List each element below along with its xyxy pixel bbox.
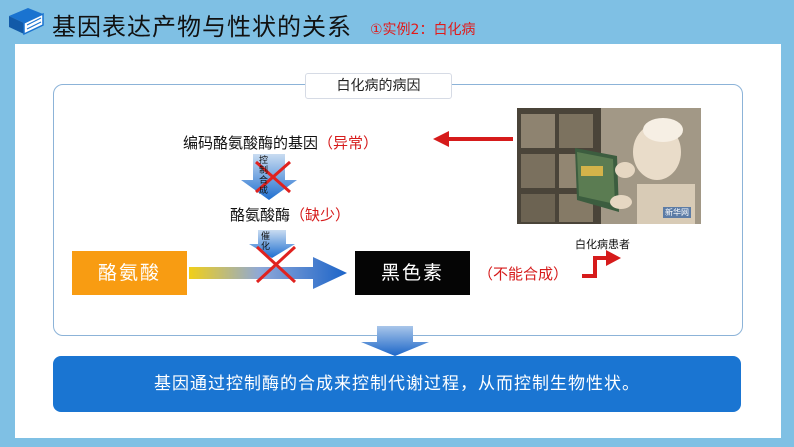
substrate-box: 酪氨酸 (72, 251, 187, 295)
photo-caption: 白化病患者 (575, 238, 630, 251)
enzyme-status: （缺少） (290, 206, 351, 224)
conclusion-arrow (361, 326, 429, 356)
product-box: 黑色素 (355, 251, 470, 295)
photo-watermark: 新华网 (663, 207, 691, 218)
product-status: （不能合成） (478, 265, 569, 283)
book-icon (9, 8, 44, 36)
catalyze-label: 催化 (261, 232, 271, 252)
diagram-arrows (189, 131, 621, 356)
gene-name: 编码酪氨酸酶的基因 (183, 134, 319, 152)
content-panel: 白化病的病因 编码酪氨酸酶的基因（异常） 酪氨酸酶（缺少） 酪氨酸 黑色素 （不… (15, 44, 781, 438)
enzyme-name: 酪氨酸酶 (230, 206, 291, 224)
result-link-arrow (582, 250, 621, 278)
photo-link-arrow (433, 131, 513, 147)
slide-title: 基因表达产物与性状的关系 (52, 13, 352, 41)
blocked-cross-control (255, 160, 291, 194)
conclusion-banner: 基因通过控制酶的合成来控制代谢过程，从而控制生物性状。 (53, 356, 741, 412)
gene-status: （异常） (318, 134, 379, 152)
enzyme-label: 酪氨酸酶（缺少） (230, 204, 350, 225)
slide-header: 基因表达产物与性状的关系 ①实例2：白化病 (0, 0, 794, 42)
slide-subtitle: ①实例2：白化病 (370, 22, 476, 38)
control-arrow (241, 154, 297, 200)
gene-label: 编码酪氨酸酶的基因（异常） (183, 132, 378, 153)
blocked-cross-catalyze (255, 245, 297, 284)
cause-diagram-title: 白化病的病因 (305, 73, 452, 99)
control-label: 控制合成 (259, 156, 269, 196)
albino-patient-photo: 新华网 (517, 108, 701, 224)
